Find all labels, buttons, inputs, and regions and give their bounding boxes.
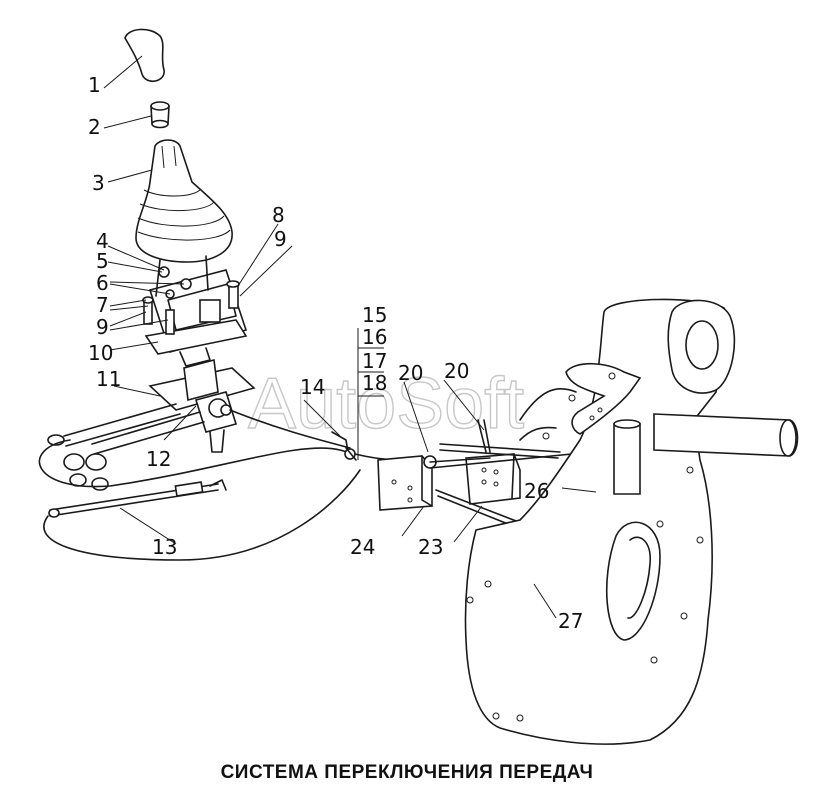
callout-26: 26 — [524, 479, 549, 503]
callout-6: 6 — [96, 271, 109, 295]
callout-10: 10 — [88, 341, 113, 365]
callout-11: 11 — [96, 367, 121, 391]
callout-5: 5 — [96, 249, 109, 273]
lever-bracket — [142, 255, 248, 367]
cable-routing — [38, 409, 421, 561]
callout-4: 4 — [96, 229, 109, 253]
callout-1: 1 — [88, 73, 101, 97]
bracket-23 — [465, 453, 521, 505]
callout-14: 14 — [300, 375, 325, 399]
watermark: AutoSoft — [248, 364, 524, 444]
callout-9-left: 9 — [96, 315, 109, 339]
selector-housing — [63, 358, 256, 455]
callout-8: 8 — [272, 203, 285, 227]
callout-7: 7 — [96, 293, 109, 317]
shift-cable-13 — [48, 479, 227, 518]
callout-27: 27 — [558, 609, 583, 633]
transmission-housing — [464, 298, 799, 745]
callout-labels: 1 2 3 4 5 6 7 9 10 11 12 13 8 9 14 15 16… — [88, 73, 583, 633]
callout-2: 2 — [88, 115, 101, 139]
cable-clamp — [331, 431, 357, 461]
callout-15: 15 — [362, 303, 387, 327]
diagram-caption: СИСТЕМА ПЕРЕКЛЮЧЕНИЯ ПЕРЕДАЧ — [220, 762, 594, 783]
callout-23: 23 — [418, 535, 443, 559]
callout-13: 13 — [152, 535, 177, 559]
callout-9-right: 9 — [274, 227, 287, 251]
shift-lever-boot — [135, 139, 233, 263]
callout-24: 24 — [350, 535, 375, 559]
callout-20-left: 20 — [398, 361, 423, 385]
callout-3: 3 — [92, 171, 105, 195]
cable-mount-block — [377, 455, 437, 511]
callout-17: 17 — [362, 349, 387, 373]
knob-bushing — [150, 101, 170, 129]
callout-18: 18 — [362, 371, 387, 395]
gear-knob — [124, 28, 165, 82]
callout-20-right: 20 — [444, 359, 469, 383]
callout-12: 12 — [146, 447, 171, 471]
callout-16: 16 — [362, 325, 387, 349]
leader-lines — [103, 55, 597, 619]
